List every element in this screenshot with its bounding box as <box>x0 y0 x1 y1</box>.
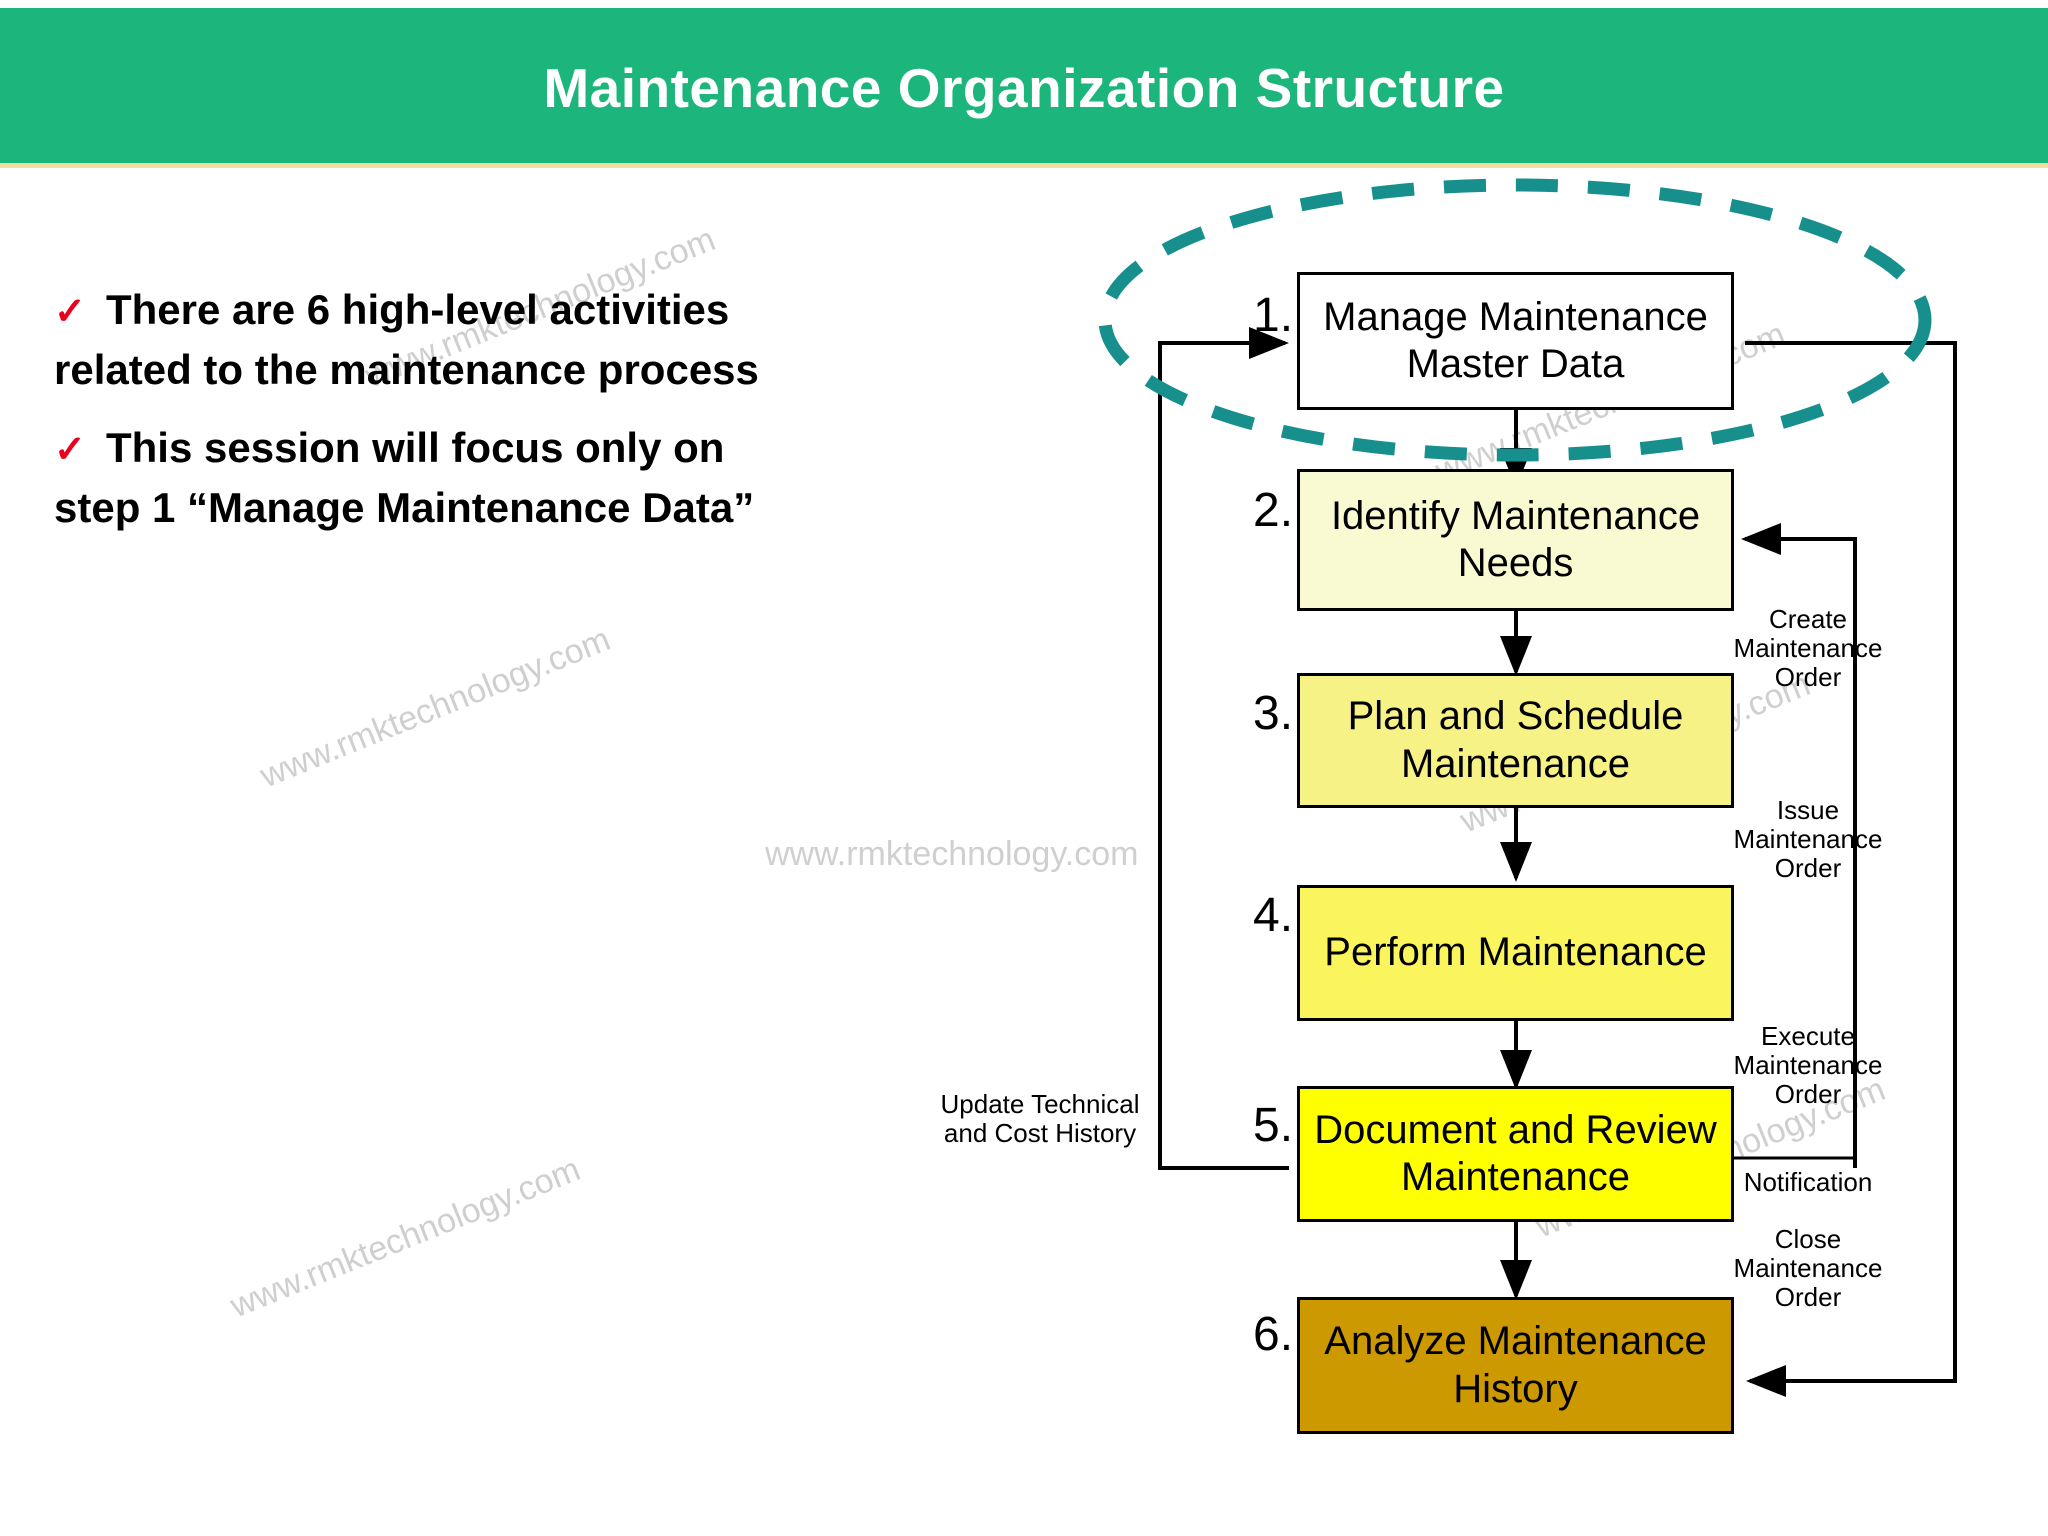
node-label-line1: Analyze Maintenance <box>1324 1319 1707 1364</box>
node-number-1: 1. <box>1253 289 1294 342</box>
edge-label-line: Maintenance <box>1733 824 1883 855</box>
edge-label-line: Notification <box>1743 1167 1873 1197</box>
bullet-line: ✓ There are 6 high-level activities <box>54 280 954 340</box>
node-label-line1: Manage Maintenance <box>1323 294 1708 339</box>
node-analyze-maintenance-history[interactable]: Analyze Maintenance History <box>1297 1297 1734 1434</box>
node-label-line2: Needs <box>1457 541 1574 585</box>
node-manage-maintenance-master-data[interactable]: Manage Maintenance Master Data <box>1297 272 1734 410</box>
edge-label-line: Order <box>1774 1079 1842 1110</box>
edge-label-create-order: Create Maintenance Order <box>1718 604 1898 693</box>
edge-label-line: Execute <box>1761 1021 1855 1051</box>
edge-label-line: Maintenance <box>1733 1253 1883 1284</box>
node-label-line1: Document and Review <box>1314 1107 1717 1152</box>
bullet-item-2: ✓ This session will focus only on step 1 … <box>54 418 954 538</box>
edge-label-line: Update Technical <box>940 1089 1140 1119</box>
bullet-list: ✓ There are 6 high-level activities relat… <box>54 280 954 555</box>
node-document-and-review-maintenance[interactable]: Document and Review Maintenance <box>1297 1086 1734 1222</box>
edge-label-line: Maintenance <box>1733 633 1883 664</box>
node-label-line1: Plan and Schedule <box>1347 694 1684 739</box>
arrow-update-history-loop <box>1158 327 1289 1170</box>
node-label-line1: Identify Maintenance <box>1330 493 1701 538</box>
bullet-text: This session will focus only on <box>106 423 725 471</box>
check-mark-icon: ✓ <box>54 428 86 471</box>
node-number-4: 4. <box>1253 889 1294 942</box>
node-label-line2: Master Data <box>1406 342 1625 386</box>
edge-label-line: Close <box>1774 1224 1842 1254</box>
node-number-3: 3. <box>1253 687 1294 740</box>
node-plan-and-schedule-maintenance[interactable]: Plan and Schedule Maintenance <box>1297 673 1734 808</box>
edge-label-line: Order <box>1774 1282 1842 1313</box>
bullet-line: ✓ This session will focus only on <box>54 418 954 478</box>
watermark: www.rmktechnology.com <box>255 620 616 796</box>
edge-label-line: and Cost History <box>943 1118 1137 1149</box>
bullet-item-1: ✓ There are 6 high-level activities relat… <box>54 280 954 400</box>
node-identify-maintenance-needs[interactable]: Identify Maintenance Needs <box>1297 469 1734 611</box>
header-bar: Maintenance Organization Structure <box>0 8 2048 168</box>
node-number-6: 6. <box>1253 1308 1294 1361</box>
edge-label-execute-order: Execute Maintenance Order <box>1718 1021 1898 1110</box>
edge-label-line: Create <box>1768 604 1848 634</box>
edge-label-line: Maintenance <box>1733 1050 1883 1081</box>
node-number-5: 5. <box>1253 1099 1294 1152</box>
watermark: www.rmktechnology.com <box>225 1150 586 1326</box>
bullet-line: step 1 “Manage Maintenance Data” <box>54 483 755 531</box>
node-label-line2: History <box>1453 1366 1578 1411</box>
edge-label-close-order: Close Maintenance Order <box>1718 1224 1898 1313</box>
node-perform-maintenance[interactable]: Perform Maintenance <box>1297 885 1734 1021</box>
bullet-text: There are 6 high-level activities <box>106 286 730 333</box>
node-label-line2: Maintenance <box>1400 1155 1631 1199</box>
edge-label-line: Order <box>1774 662 1842 693</box>
node-label-line1: Perform Maintenance <box>1324 930 1707 975</box>
edge-label-line: Order <box>1774 853 1842 884</box>
edge-label-notification: Notification <box>1718 1167 1898 1197</box>
node-number-2: 2. <box>1253 484 1294 537</box>
edge-label-update-history: Update Technical and Cost History <box>930 1089 1150 1149</box>
edge-label-line: Issue <box>1776 795 1840 825</box>
edge-label-issue-order: Issue Maintenance Order <box>1718 795 1898 884</box>
page-title: Maintenance Organization Structure <box>543 57 1505 119</box>
bullet-line: related to the maintenance process <box>54 345 759 393</box>
check-mark-icon: ✓ <box>54 291 86 333</box>
node-label-line2: Maintenance <box>1400 741 1631 786</box>
watermark: www.rmktechnology.com <box>765 835 1139 873</box>
